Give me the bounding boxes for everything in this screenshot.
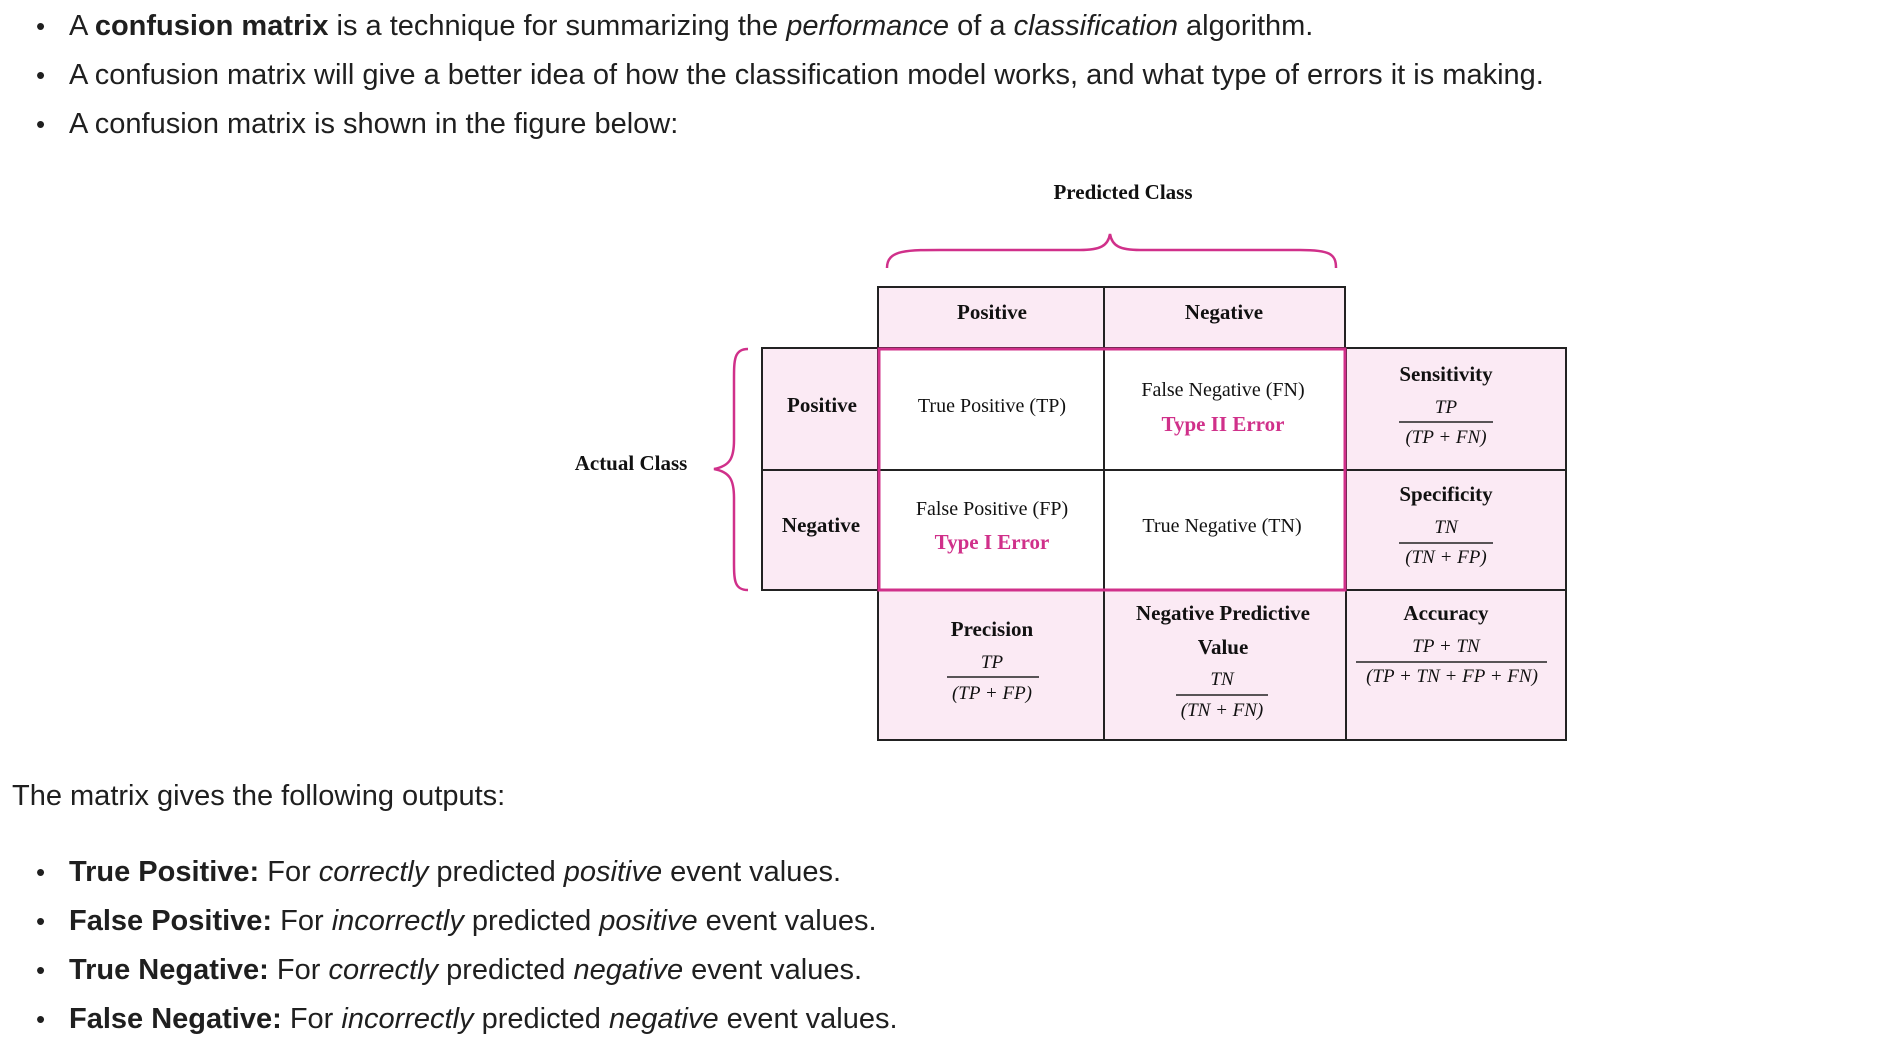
specificity-numerator: TN bbox=[1434, 517, 1459, 538]
npv-label-line1: Negative Predictive bbox=[1136, 601, 1310, 625]
type-ii-error-label: Type II Error bbox=[1162, 412, 1285, 436]
predicted-class-brace bbox=[885, 233, 1338, 269]
cell-true-positive: True Positive (TP) bbox=[918, 395, 1066, 417]
row-header-negative: Negative bbox=[782, 513, 860, 537]
precision-denominator: (TP + FP) bbox=[952, 683, 1032, 704]
accuracy-numerator: TP + TN bbox=[1412, 636, 1481, 657]
npv-numerator: TN bbox=[1210, 669, 1235, 690]
precision-label: Precision bbox=[951, 617, 1034, 641]
npv-label-line2: Value bbox=[1198, 635, 1249, 659]
cell-false-positive: False Positive (FP) bbox=[916, 498, 1068, 520]
specificity-denominator: (TN + FP) bbox=[1405, 547, 1486, 568]
precision-numerator: TP bbox=[981, 652, 1004, 673]
outputs-intro-paragraph: The matrix gives the following outputs: bbox=[12, 780, 506, 812]
sensitivity-denominator: (TP + FN) bbox=[1405, 427, 1486, 448]
col-header-negative: Negative bbox=[1185, 300, 1263, 324]
cell-fills bbox=[762, 287, 1566, 740]
row-header-positive: Positive bbox=[787, 393, 857, 417]
cell-true-negative: True Negative (TN) bbox=[1142, 515, 1301, 537]
accuracy-denominator: (TP + TN + FP + FN) bbox=[1366, 666, 1538, 687]
sensitivity-label: Sensitivity bbox=[1399, 362, 1493, 386]
actual-class-brace bbox=[713, 347, 749, 592]
actual-class-label: Actual Class bbox=[575, 451, 688, 475]
specificity-label: Specificity bbox=[1399, 482, 1493, 506]
npv-denominator: (TN + FN) bbox=[1181, 700, 1264, 721]
cell-false-negative: False Negative (FN) bbox=[1141, 379, 1304, 401]
term-confusion-matrix: confusion matrix bbox=[94, 10, 329, 42]
matrix-core-border bbox=[877, 347, 1347, 592]
predicted-class-label: Predicted Class bbox=[1053, 180, 1192, 204]
type-i-error-label: Type I Error bbox=[935, 530, 1050, 554]
accuracy-label: Accuracy bbox=[1403, 601, 1489, 625]
sensitivity-numerator: TP bbox=[1435, 397, 1458, 418]
col-header-positive: Positive bbox=[957, 300, 1027, 324]
